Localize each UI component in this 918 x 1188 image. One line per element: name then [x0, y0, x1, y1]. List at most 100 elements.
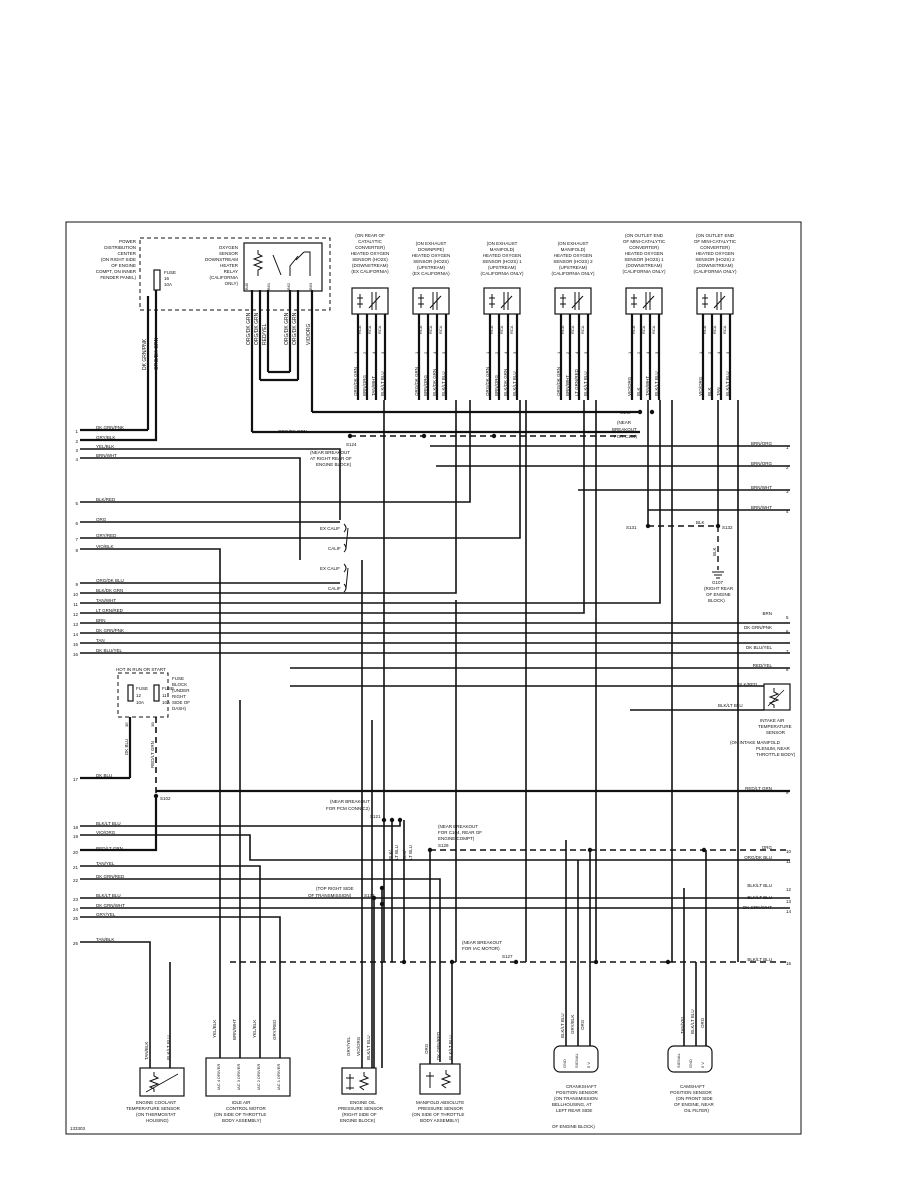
svg-text:TEMPERATURE: TEMPERATURE: [758, 724, 792, 729]
o2-desc-line: CATALYTIC: [358, 239, 383, 244]
wire-route: [80, 548, 221, 1058]
svg-text:POWER: POWER: [119, 239, 137, 244]
ckp-sensor: GND SIGNAL 5 V BLK/LT BLU GRY/BLK ORG CR…: [552, 1013, 599, 1129]
o2-desc-line: MANIFOLD): [490, 247, 515, 252]
fuse-block-title: HOT IN RUN OR START: [116, 667, 166, 672]
right-wire-number: 7: [786, 649, 789, 654]
o2-wire-label: BRN/WHT: [565, 375, 570, 396]
left-wire-number: 6: [75, 521, 78, 526]
cmp-desc-4: OIL FILTER): [684, 1108, 710, 1113]
o2-wire-label: BLK/LT BLU: [441, 371, 446, 396]
map-wire-0: ORG: [424, 1043, 429, 1054]
svg-text:BLK/LT BLU: BLK/LT BLU: [718, 703, 743, 708]
o2-desc-line: HEATED OXYGEN: [483, 253, 521, 258]
o2-pin-number: 2: [565, 351, 570, 354]
rca-label: RCA: [712, 325, 717, 334]
ckp-desc-0: CRANKSHAFT: [566, 1084, 597, 1089]
o2-pin-number: 1: [414, 351, 419, 354]
iac-wire-3: GRY/RED: [272, 1019, 277, 1040]
svg-text:B61: B61: [266, 282, 271, 290]
fuse-block-box: [117, 672, 169, 718]
o2-wire-label: BLK/DK GRN: [503, 369, 508, 396]
svg-text:BLOCK: BLOCK: [172, 682, 187, 687]
fuse-11: [153, 684, 160, 702]
heater-icon: [357, 294, 363, 308]
ckp-desc-5: OF ENGINE BLOCK): [552, 1124, 595, 1129]
left-wire-label: DK GRN/RED: [96, 874, 125, 879]
svg-text:(NEAR BREAKOUT: (NEAR BREAKOUT: [438, 824, 478, 829]
o2-wire-label: BLK/LT BLU: [512, 371, 517, 396]
eop-desc-1: PRESSURE SENSOR: [338, 1106, 384, 1111]
ckp-pin-0: GND: [562, 1059, 567, 1068]
wire-route: [80, 834, 790, 861]
o2-wire-label: BLK/LT BLU: [583, 371, 588, 396]
rca-label: RCA: [509, 325, 514, 334]
o2-pin-number: 3: [441, 351, 446, 354]
o2-pin-number: 1: [698, 351, 703, 354]
rca-label: RCA: [631, 325, 636, 334]
sensor-element-icon: [713, 292, 726, 310]
right-wire-number: 9: [786, 790, 789, 795]
o2-pin-number: 4: [716, 351, 721, 354]
cmp-wire-2: ORG: [700, 1017, 705, 1028]
ect-desc-0: ENGINE COOLANT: [136, 1100, 177, 1105]
iac-desc-2: (ON SIDE OF THROTTLE: [214, 1112, 266, 1117]
map-desc-1: PRESSURE SENSOR: [418, 1106, 464, 1111]
heater-icon: [702, 294, 708, 308]
rca-label: RCA: [367, 325, 372, 334]
rca-label: RCA: [428, 325, 433, 334]
o2-desc-line: (ON EXHAUST: [558, 241, 589, 246]
ckp-desc-4: LEFT REAR SIDE: [556, 1108, 592, 1113]
wire-route: [80, 457, 301, 560]
svg-text:THROTTLE BODY): THROTTLE BODY): [756, 752, 796, 757]
o2-wire-label: BLK: [636, 387, 641, 396]
svg-text:OF ENGINE: OF ENGINE: [706, 592, 731, 597]
o2-desc-line: SENSOR (HO2S) 2: [553, 259, 593, 264]
svg-text:BLK/: BLK/: [388, 849, 393, 860]
svg-text:PLENUM, NEAR: PLENUM, NEAR: [756, 746, 791, 751]
right-wire-number: 11: [786, 859, 791, 864]
left-wire-number: 24: [73, 907, 79, 912]
left-wire-number: 19: [73, 834, 79, 839]
heater-icon: [418, 294, 424, 308]
o2-wire-label: BLK: [707, 387, 712, 396]
svg-text:(RIGHT REAR: (RIGHT REAR: [704, 586, 734, 591]
o2-wire-label: ORG/DK GRN: [556, 367, 561, 396]
wire-route: [80, 400, 585, 614]
o2-desc-line: (UPSTREAM): [417, 265, 446, 270]
o2-sensor-body: [351, 287, 389, 315]
left-wire-number: 21: [73, 865, 79, 870]
fuse-12: [127, 684, 134, 702]
right-wire-label: RED/LT GRN: [745, 786, 772, 791]
o2-wire-label: BRN/ORG: [494, 374, 499, 396]
svg-text:RELAY: RELAY: [224, 269, 238, 274]
rca-label: RCA: [641, 325, 646, 334]
heater-icon: [489, 294, 495, 308]
eop-wire-0: GRY/YEL: [346, 1036, 351, 1056]
svg-text:FOR IAC MOTOR): FOR IAC MOTOR): [462, 946, 500, 951]
eop-wire-1: VIO/ORG: [356, 1036, 361, 1056]
svg-text:(NEAR: (NEAR: [617, 420, 632, 425]
iac-driver-1: IAC 3 DRIVER: [236, 1064, 241, 1090]
right-wire-number: 6: [786, 629, 789, 634]
o2-desc-line: MANIFOLD): [561, 247, 586, 252]
o2-wire-label: BRN/ORG: [423, 374, 428, 396]
o2-pin-number: 4: [371, 351, 376, 354]
iat-resistor-icon: [768, 688, 780, 708]
iac-driver-3: IAC 1 DRIVER: [276, 1064, 281, 1090]
svg-text:OF TRANSMISSION): OF TRANSMISSION): [308, 893, 352, 898]
wire-route: [80, 878, 441, 1062]
svg-text:G107: G107: [712, 580, 724, 585]
o2-desc-line: (ON EXHAUST: [487, 241, 518, 246]
cmp-desc-3: OF ENGINE, NEAR: [674, 1102, 715, 1107]
left-wire-number: 1: [75, 429, 78, 434]
svg-text:B62: B62: [286, 282, 291, 290]
s127-label: (NEAR BREAKOUT FOR IAC MOTOR) S127: [462, 940, 513, 959]
left-wire-label: LT GRN/RED: [96, 608, 124, 613]
iac-wire-0: YEL/BLK: [212, 1020, 217, 1038]
left-wire-number: 14: [73, 632, 79, 637]
left-wire-number: 18: [73, 825, 79, 830]
